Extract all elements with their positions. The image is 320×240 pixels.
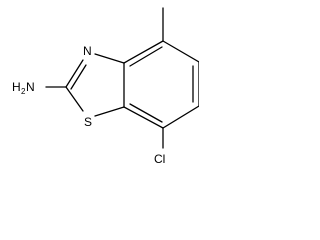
bond-s1-c7a: [94, 106, 125, 117]
amine-h-label: H: [12, 80, 21, 94]
bond-n3-c3a: [94, 53, 125, 64]
amine-subscript-label: 2: [21, 87, 26, 96]
ring-nitrogen-label: N: [83, 44, 92, 58]
benzothiazole-structure-diagram: H 2 N N S Cl: [12, 7, 199, 166]
bond-c3a-c4-inner: [129, 46, 163, 67]
bond-c2-s1: [65, 86, 84, 112]
bond-c7-c7a: [123, 106, 164, 129]
bond-c2-n3-a: [65, 59, 84, 88]
bond-group: [45, 7, 199, 149]
bond-c4-c5: [162, 40, 199, 63]
bond-c7-c7a-inner: [129, 103, 163, 123]
chlorine-label: Cl: [154, 152, 165, 166]
atom-label-group: H 2 N N S Cl: [12, 44, 165, 166]
bond-c6-c7: [162, 105, 199, 129]
amine-n-label: N: [26, 80, 35, 94]
bond-c2-n3-b: [70, 64, 87, 90]
bond-c3a-c4: [123, 40, 164, 64]
ring-sulfur-label: S: [84, 115, 92, 129]
